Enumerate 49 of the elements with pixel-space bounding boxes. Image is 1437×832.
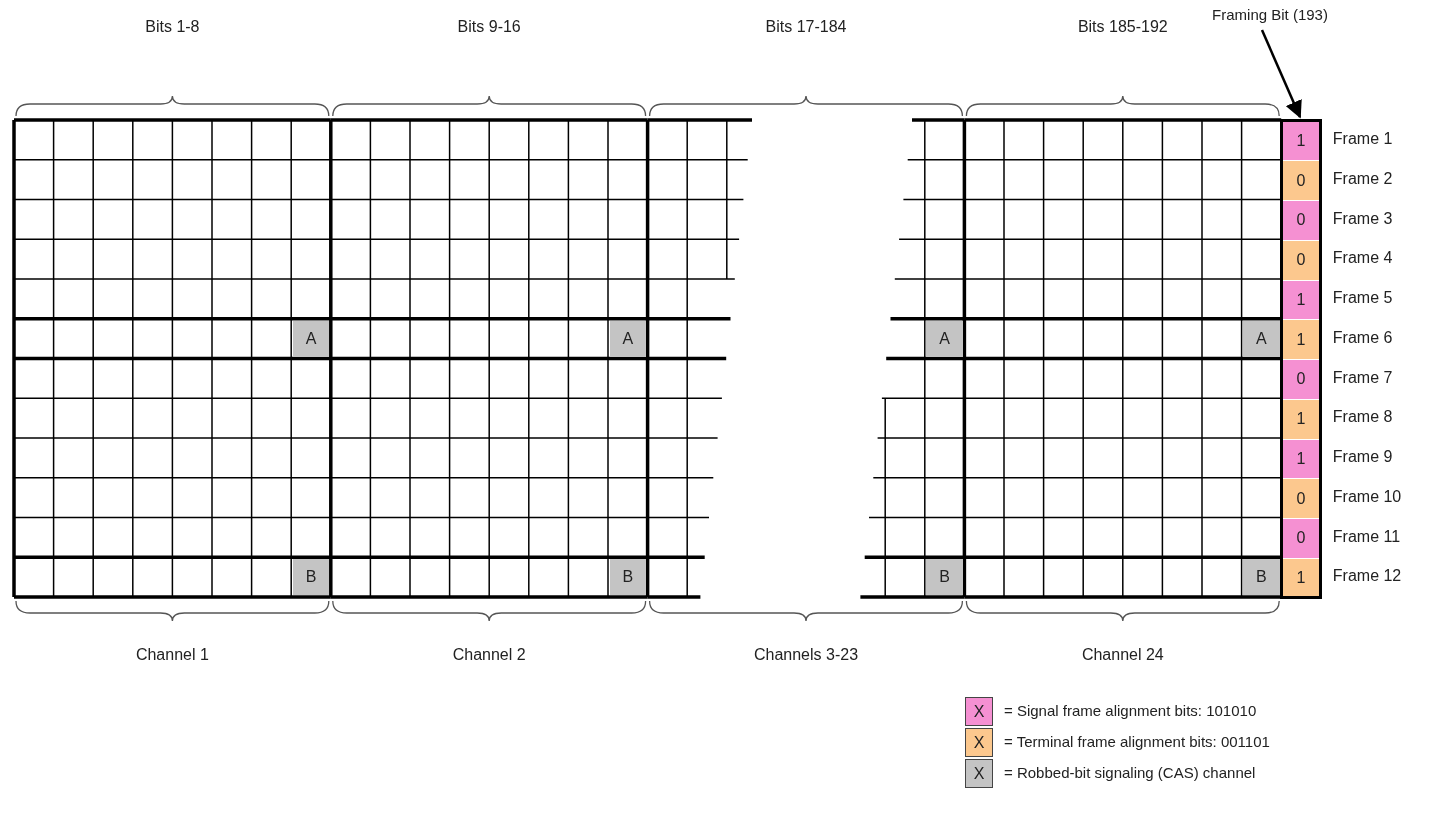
signaling-bit-cell: B <box>926 559 963 596</box>
framing-bit-cell: 1 <box>1282 121 1320 161</box>
frame-label: Frame 3 <box>1332 209 1393 228</box>
signaling-bit-cell: B <box>1243 559 1280 596</box>
framing-bit-cell: 1 <box>1282 399 1320 439</box>
frame-label: Frame 5 <box>1332 289 1393 307</box>
channel-label: Channel 1 <box>134 646 210 664</box>
signaling-bit-cell: A <box>609 320 647 357</box>
framing-bit-cell: 1 <box>1282 320 1320 359</box>
legend-swatch: X <box>965 728 993 757</box>
frame-label: Frame 9 <box>1332 448 1393 466</box>
frame-label: Frame 7 <box>1332 368 1393 387</box>
frame-label: Frame 10 <box>1332 487 1402 506</box>
channel-label: Channel 24 <box>1080 646 1165 664</box>
framing-bit-cell: 1 <box>1282 280 1320 320</box>
frame-label: Frame 12 <box>1332 567 1402 586</box>
framing-bit-cell: 0 <box>1282 360 1320 399</box>
channel-label: Channel 2 <box>451 646 527 664</box>
legend-swatch: X <box>965 759 993 788</box>
bit-range-label: Bits 1-8 <box>144 18 201 36</box>
framing-bit-cell: 1 <box>1282 439 1320 479</box>
bit-range-label: Bits 185-192 <box>1076 18 1169 36</box>
bit-range-label: Bits 17-184 <box>764 18 848 36</box>
frame-label: Frame 6 <box>1332 328 1393 347</box>
frame-label: Frame 8 <box>1332 408 1393 427</box>
framing-bit-cell: 0 <box>1282 479 1320 518</box>
legend-swatch: X <box>965 697 993 726</box>
channel-label: Channels 3-23 <box>752 646 860 664</box>
signaling-bit-cell: A <box>292 320 330 357</box>
framing-bit-cell: 1 <box>1282 558 1320 596</box>
frame-label: Frame 2 <box>1332 169 1393 188</box>
signaling-bit-cell: B <box>609 559 647 596</box>
signaling-bit-cell: A <box>1243 320 1280 357</box>
legend-text: = Terminal frame alignment bits: 001101 <box>1004 733 1270 750</box>
legend-text: = Robbed-bit signaling (CAS) channel <box>1004 764 1256 781</box>
leader-arrow <box>1260 29 1302 119</box>
framing-bit-cell: 0 <box>1282 519 1320 558</box>
signaling-bit-cell: A <box>926 320 963 357</box>
bit-range-label: Bits 9-16 <box>456 18 522 36</box>
signaling-bit-cell: B <box>292 559 330 596</box>
framing-bit-cell: 0 <box>1282 201 1320 240</box>
framing-bit-column <box>1279 118 1323 599</box>
frame-label: Frame 4 <box>1332 249 1393 268</box>
framing-bit-cell: 0 <box>1282 161 1320 200</box>
callout-label: Framing Bit (193) <box>1200 6 1340 23</box>
frame-label: Frame 1 <box>1332 130 1393 148</box>
framing-bit-cell: 0 <box>1282 240 1320 280</box>
legend-text: = Signal frame alignment bits: 101010 <box>1004 702 1257 719</box>
frame-label: Frame 11 <box>1332 527 1401 546</box>
